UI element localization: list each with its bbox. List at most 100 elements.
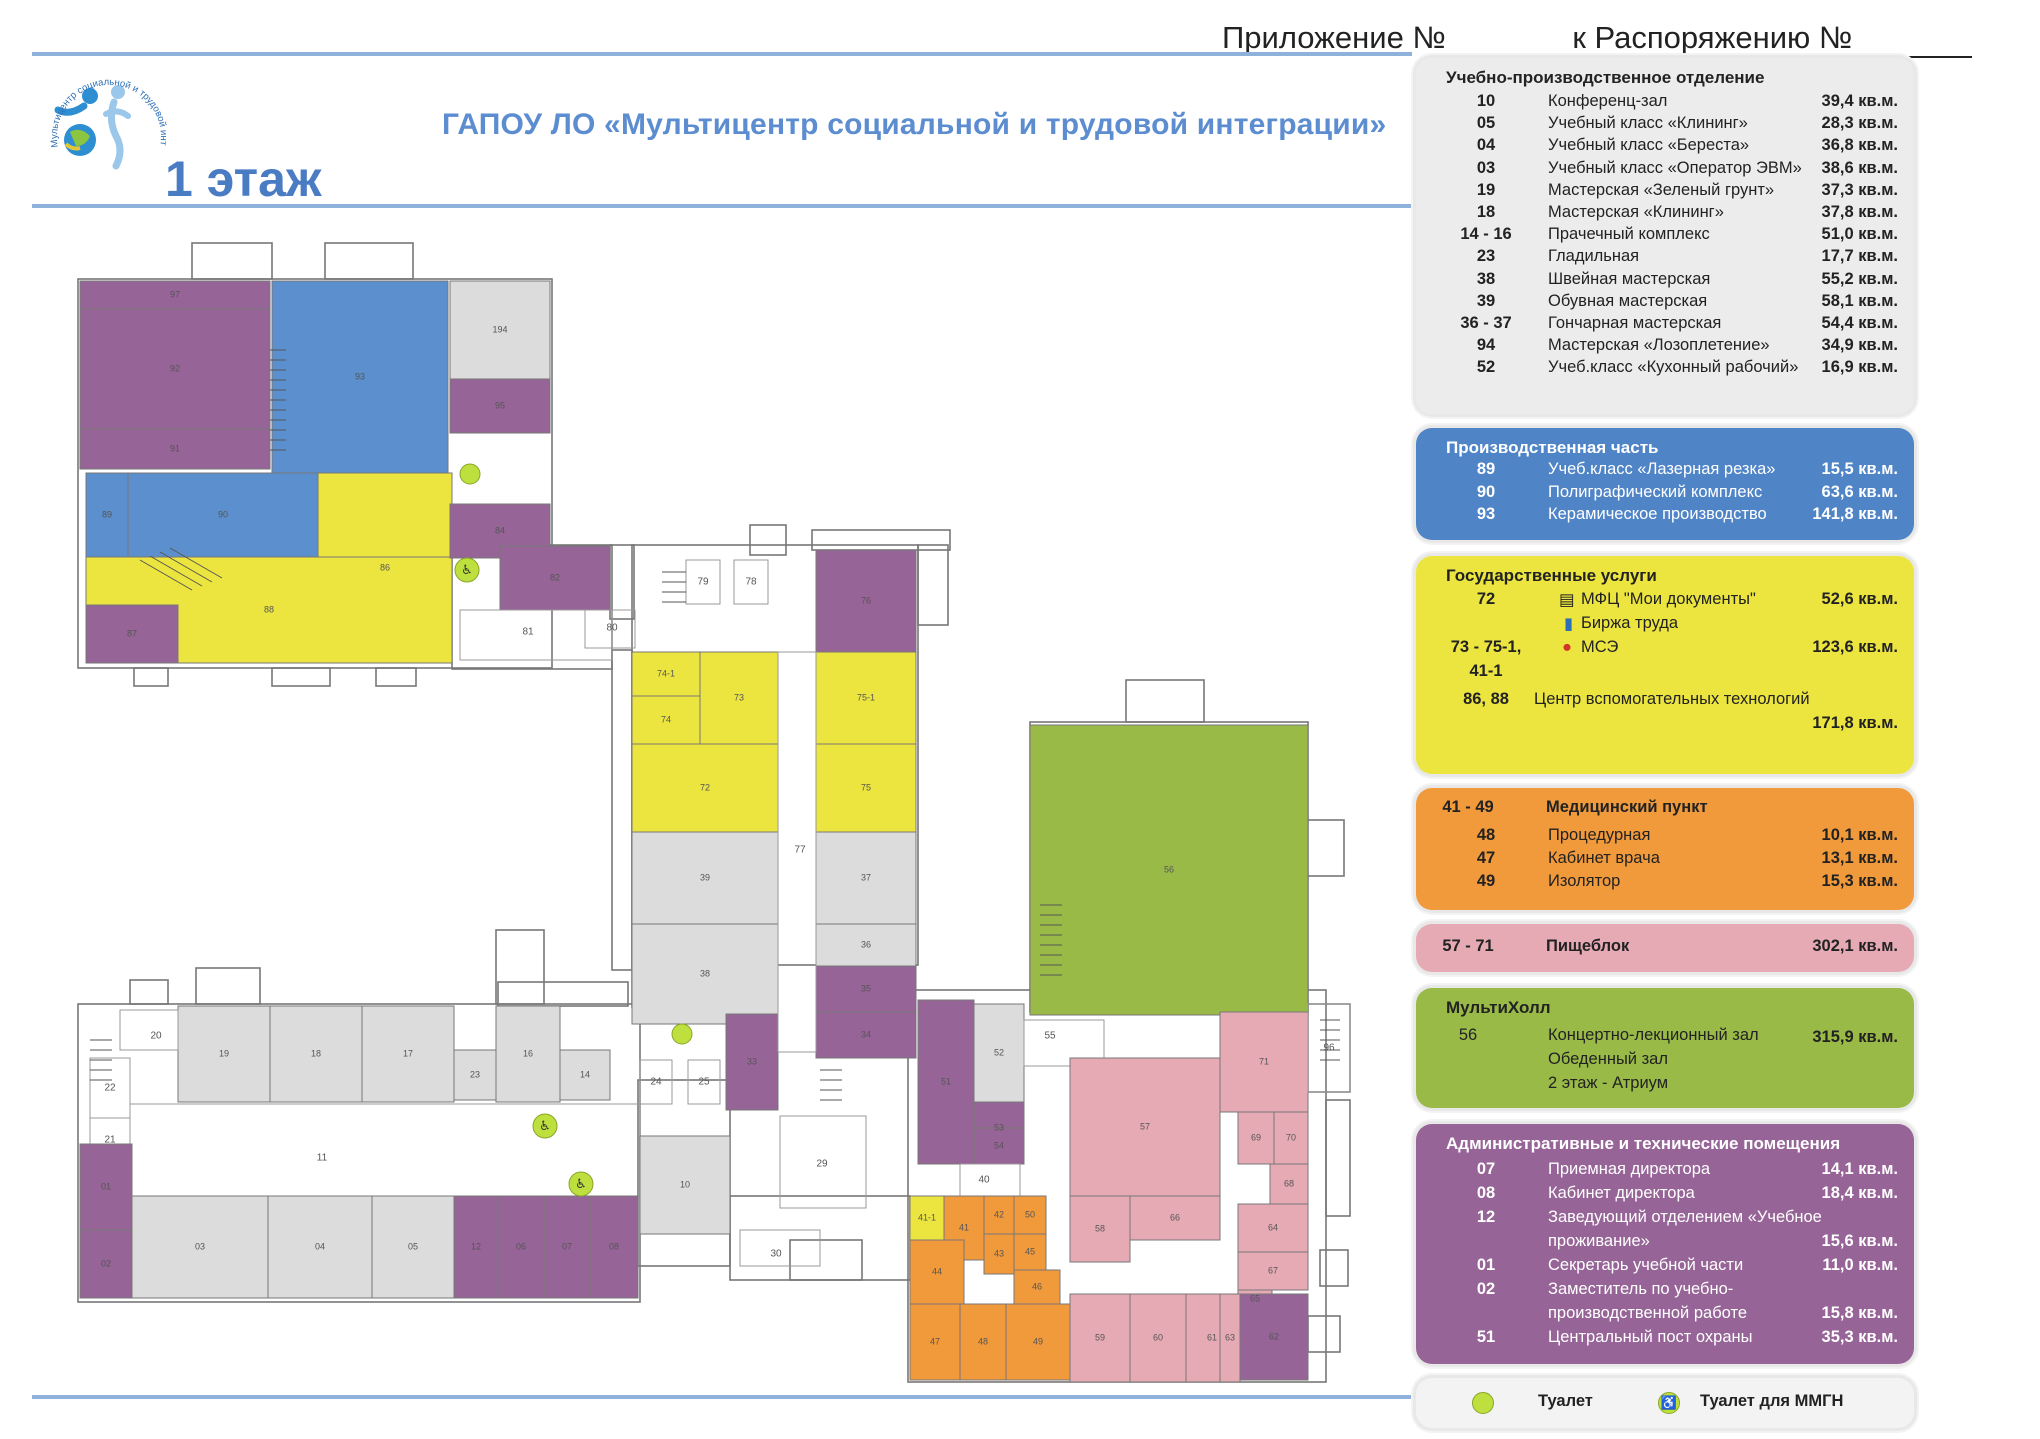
room-number-label: 63: [1225, 1332, 1235, 1342]
legend-multihall-row: Обеденный зал: [1416, 1050, 1914, 1072]
room-12: [453, 1195, 499, 1299]
legend-name: Мастерская «Клининг»: [1548, 203, 1724, 221]
legend-area: 15,8 кв.м.: [1821, 1304, 1898, 1322]
toilet-icon: [459, 463, 481, 485]
room-number-label: 194: [492, 324, 507, 334]
legend-state-row: 73 - 75-1, ● МСЭ 123,6 кв.м.: [1416, 638, 1914, 660]
room-58: [1069, 1195, 1131, 1263]
legend-name: Заместитель по учебно-: [1548, 1280, 1734, 1298]
room-number-label: 25: [698, 1077, 710, 1088]
legend-area: 52,6 кв.м.: [1821, 590, 1898, 608]
room-number-label: 01: [101, 1181, 111, 1191]
room-55: [1023, 1019, 1105, 1067]
room-number-label: 43: [994, 1248, 1004, 1258]
legend-num: 57 - 71: [1442, 937, 1494, 955]
room-37: [815, 831, 917, 925]
room-number-label: 30: [770, 1249, 782, 1260]
legend-area: 35,3 кв.м.: [1821, 1328, 1898, 1346]
legend-name: Гладильная: [1548, 247, 1640, 266]
room-29: [779, 1115, 867, 1209]
legend-name: Швейная мастерская: [1548, 269, 1711, 288]
room-number-label: 24: [650, 1077, 662, 1088]
room-number-label: 42: [994, 1209, 1004, 1219]
room-64: [1237, 1203, 1309, 1253]
room-11: [129, 1103, 641, 1197]
accessible-toilet-icon: ♿: [1658, 1392, 1680, 1414]
legend-admin: Административные и технические помещения…: [1416, 1124, 1914, 1364]
room-75: [815, 743, 917, 833]
room-08: [589, 1195, 639, 1299]
legend-area: 13,1 кв.м.: [1821, 849, 1898, 867]
room-number-label: 68: [1284, 1178, 1294, 1188]
legend-name: Обеденный зал: [1548, 1050, 1668, 1068]
room-81: [459, 609, 613, 661]
legend-food-row: 57 - 71 Пищеблок 302,1 кв.м.: [1416, 937, 1914, 959]
legend-multihall-row: 56 Концертно-лекционный зал 315,9 кв.м.: [1416, 1026, 1914, 1048]
room-47: [909, 1303, 961, 1381]
room-38: [631, 923, 779, 1025]
legend-state-row: 86, 88 Центр вспомогательных технологий: [1416, 690, 1914, 712]
room-number-label: 60: [1153, 1332, 1163, 1342]
room-number-label: 21: [104, 1135, 116, 1146]
legend-state-services: Государственные услуги 72 ▤ МФЦ "Мои док…: [1416, 556, 1914, 774]
room-76: [815, 549, 917, 653]
room-20: [119, 1009, 179, 1051]
room-number-label: 91: [170, 443, 180, 453]
header-top-rule: [32, 52, 1412, 56]
legend-area: 15,6 кв.м.: [1821, 1232, 1898, 1250]
floor-title: 1 этаж: [165, 151, 322, 207]
legend-num: 51: [1476, 1328, 1496, 1346]
mse-icon: ●: [1562, 638, 1572, 656]
svg-text:♿: ♿: [461, 563, 473, 578]
room-77: [777, 651, 817, 1053]
room-91: [79, 428, 271, 470]
room-number-label: 80: [606, 623, 618, 634]
room-number-label: 37: [861, 872, 871, 882]
legend-area: 14,1 кв.м.: [1821, 1160, 1898, 1178]
legend-area: 38,6 кв.м.: [1821, 158, 1898, 177]
room-number-label: 10: [680, 1179, 690, 1189]
legend-multihall-row: 2 этаж - Атриум: [1416, 1074, 1914, 1096]
legend-name: Гончарная мастерская: [1548, 314, 1722, 332]
room-number-label: 92: [170, 363, 180, 373]
room-71: [1219, 1011, 1309, 1113]
room-number-label: 86: [380, 562, 390, 572]
legend-name: Мастерская «Зеленый грунт»: [1548, 180, 1775, 199]
room-25: [687, 1059, 721, 1105]
legend-num: 86, 88: [1463, 690, 1509, 708]
room-40: [959, 1163, 1021, 1197]
legend-area: 34,9 кв.м.: [1821, 336, 1898, 355]
legend-multihall: МультиХолл 56 Концертно-лекционный зал 3…: [1416, 988, 1914, 1108]
room-59: [1069, 1293, 1131, 1383]
legend-area: 123,6 кв.м.: [1812, 638, 1898, 656]
room-87: [85, 604, 179, 664]
legend-area: 18,4 кв.м.: [1821, 1184, 1898, 1202]
appendix-prefix: Приложение №: [1222, 20, 1446, 55]
room-194: [449, 280, 551, 380]
legend-num: 73 - 75-1,: [1450, 638, 1522, 656]
room-number-label: 87: [127, 628, 137, 638]
legend-name: Кабинет врача: [1548, 849, 1660, 867]
room-number-label: 81: [522, 627, 534, 638]
legend-num: 05: [1476, 114, 1496, 133]
room-number-label: 16: [523, 1048, 533, 1058]
legend-area: 15,5 кв.м.: [1821, 460, 1898, 478]
legend-medical-header: 41 - 49 Медицинский пункт: [1416, 798, 1914, 820]
legend-state-row: 72 ▤ МФЦ "Мои документы" 52,6 кв.м.: [1416, 590, 1914, 612]
legend-name: Учебный класс «Клининг»: [1548, 114, 1748, 133]
legend-state-row: 41-1: [1416, 662, 1914, 684]
legend-num: 19: [1476, 180, 1496, 199]
legend-multihall-title: МультиХолл: [1446, 998, 1551, 1017]
legend-num: 14 - 16: [1460, 225, 1512, 244]
room-02: [79, 1229, 133, 1299]
